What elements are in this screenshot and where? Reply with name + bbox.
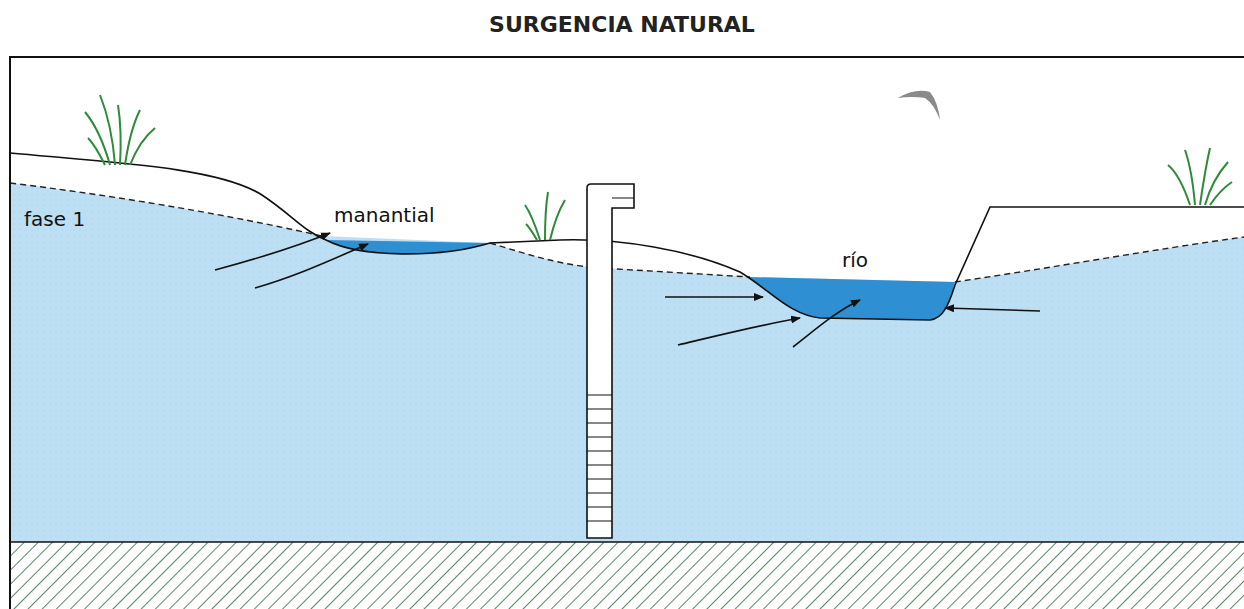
diagram-title: SURGENCIA NATURAL [0,12,1244,37]
aquifer [10,183,1244,542]
river-water [748,277,955,320]
flow-arrows [215,233,1040,347]
region-label: manantial [334,203,435,227]
bird [898,91,940,120]
grass [85,95,1232,240]
region-label: río [842,248,868,272]
region-label: fase 1 [24,207,85,231]
ground-surface [10,153,1244,320]
impermeable-layer [10,542,1244,609]
well [587,184,634,538]
